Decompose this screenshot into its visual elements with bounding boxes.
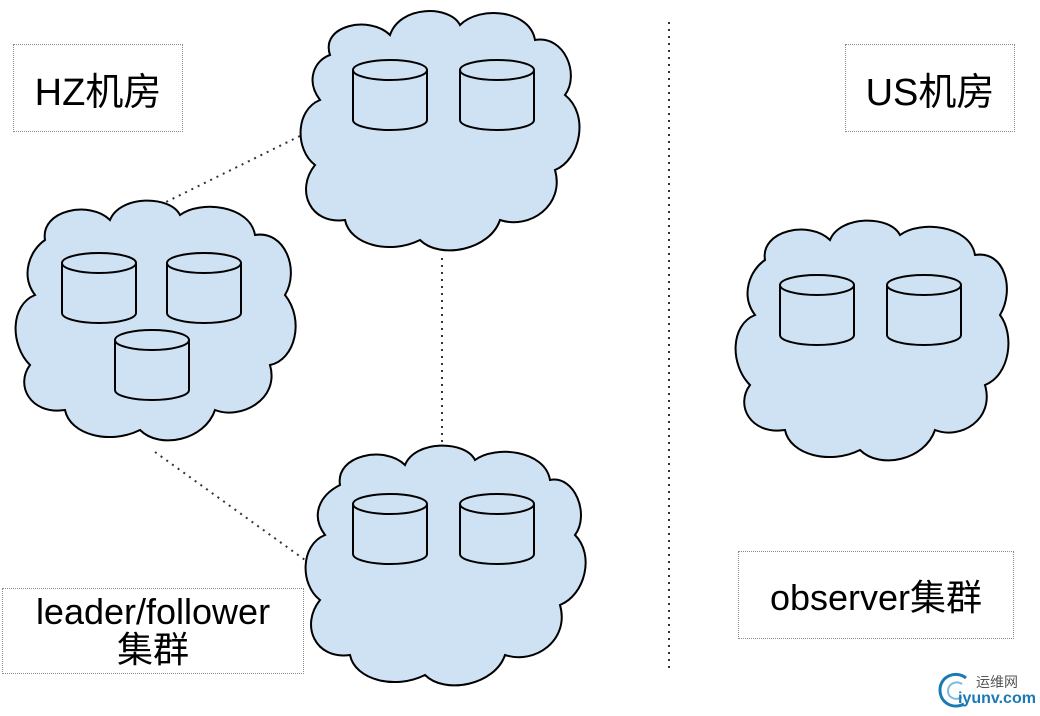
hz-datacenter-text: HZ机房	[34, 71, 162, 114]
leader-follower-text: leader/follower	[35, 591, 271, 632]
server-icon	[352, 493, 428, 565]
cluster-text: 集群	[116, 629, 189, 670]
watermark-logo: 运维网 iyunv.com	[934, 668, 1036, 712]
watermark-top-text: 运维网	[976, 674, 1018, 690]
server-icon	[114, 329, 190, 401]
link-left-topcloud	[159, 131, 309, 206]
link-left-bottomcloud	[154, 451, 313, 566]
hz-datacenter-label: HZ机房	[13, 44, 183, 132]
cloud-bottom	[304, 444, 587, 687]
server-icon	[61, 252, 137, 324]
server-icon	[459, 59, 535, 131]
server-icon	[166, 252, 242, 324]
server-icon	[352, 59, 428, 131]
cloud-top	[299, 10, 581, 252]
observer-cluster-text: observer集群	[769, 577, 983, 618]
us-datacenter-label: US机房	[845, 44, 1015, 132]
logo-swirl-icon	[938, 673, 967, 708]
observer-cluster-label: observer集群	[738, 551, 1014, 639]
leader-follower-cluster-label: leader/follower 集群	[2, 588, 304, 674]
server-icon	[779, 274, 855, 346]
watermark-bottom-text: iyunv.com	[958, 690, 1036, 707]
server-icon	[886, 274, 962, 346]
cloud-observer	[734, 219, 1010, 462]
cloud-left	[14, 199, 297, 442]
server-icon	[459, 493, 535, 565]
us-datacenter-text: US机房	[865, 71, 995, 114]
